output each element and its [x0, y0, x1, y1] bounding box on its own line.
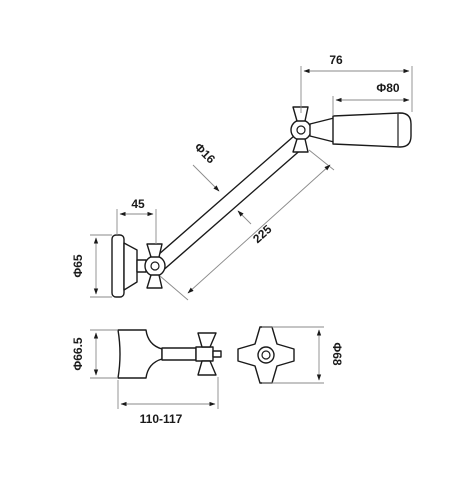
dimension-lines-top: [90, 66, 413, 301]
upper-swivel-handle: [290, 106, 335, 153]
arm-length-label: 225: [250, 222, 274, 246]
wall-flange: [111, 234, 138, 298]
depth-range-label: 110-117: [140, 412, 183, 426]
shower-head-diameter-label: Φ80: [376, 81, 400, 95]
dimension-lines-bottom: [90, 326, 324, 409]
shower-head: [332, 112, 412, 148]
flange-offset-label: 45: [131, 197, 145, 211]
side-view: [117, 329, 222, 379]
front-view-handle: [237, 326, 295, 384]
side-view-handle: [195, 332, 222, 376]
shower-head-offset-label: 76: [329, 53, 343, 67]
top-view: [111, 106, 412, 298]
lower-swivel-handle: [136, 243, 166, 289]
handle-span-label: Φ68: [330, 342, 344, 366]
arm-diameter-label: Φ16: [192, 140, 219, 167]
bottom-flange-diameter-label: Φ66.5: [71, 337, 85, 371]
shower-arm: [149, 135, 305, 274]
flange-diameter-label: Φ65: [71, 254, 85, 278]
